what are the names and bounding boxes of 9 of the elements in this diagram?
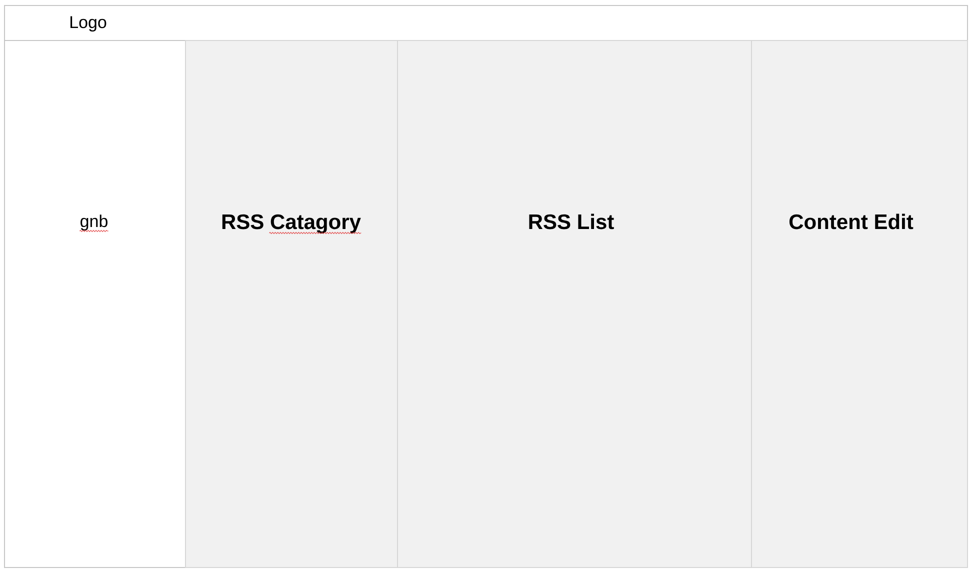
panel-title: Content Edit	[789, 214, 914, 230]
panel	[397, 40, 752, 568]
panel	[185, 40, 398, 568]
header-text: Logo	[70, 16, 106, 32]
panel-title: RSS Catagory	[222, 214, 361, 234]
panel	[751, 40, 968, 568]
panel-label: gnb	[80, 214, 108, 231]
panel-title: RSS List	[529, 214, 614, 230]
header-bar	[4, 5, 968, 41]
